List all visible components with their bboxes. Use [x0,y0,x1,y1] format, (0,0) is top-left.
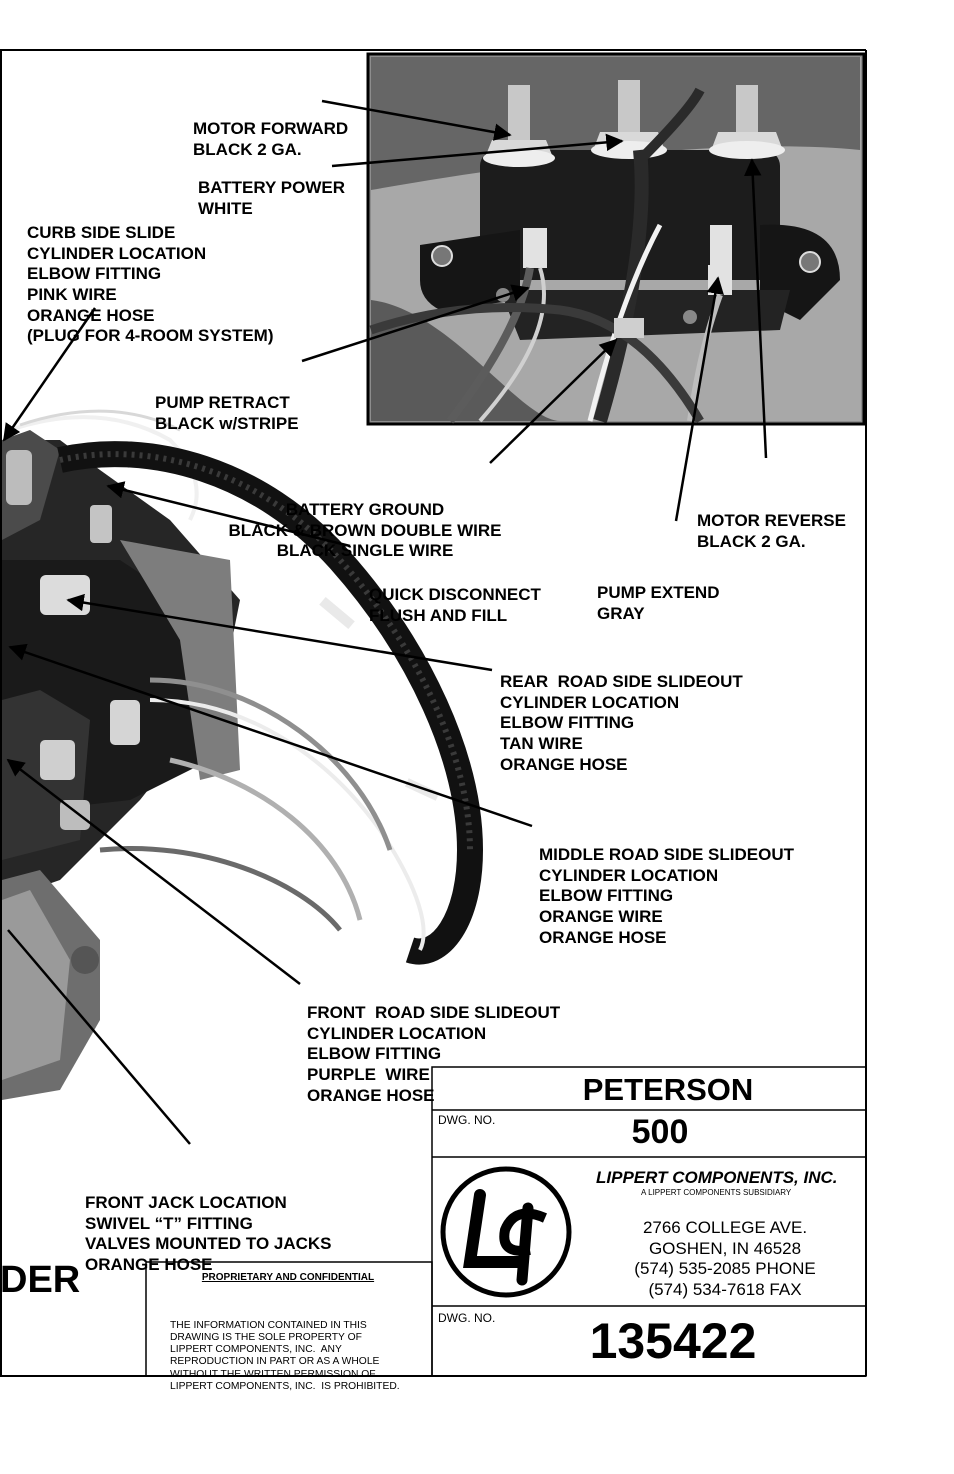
arrow-pump-extend [674,276,724,522]
company-name: LIPPERT COMPONENTS, INC. [596,1168,838,1187]
partial-sheet-title: DER [0,1259,81,1301]
customer-name: PETERSON [582,1072,754,1107]
leader-arrows [2,99,768,1145]
proprietary-notice: PROPRIETARY AND CONFIDENTIAL THE INFORMA… [146,1262,430,1392]
arrow-motor-forward [321,99,512,141]
arrow-battery-power [331,133,624,168]
pump-assembly-photo [2,409,484,1100]
drawing-number: 135422 [589,1313,757,1369]
lci-logo [440,1166,572,1298]
arrow-curb-side [2,307,97,442]
arrow-motor-reverse [743,158,768,459]
proprietary-heading: PROPRIETARY AND CONFIDENTIAL [201,1272,375,1283]
arrow-quick-disconnect [106,481,351,548]
company-subsidiary: A LIPPERT COMPONENTS SUBSIDIARY [641,1188,792,1197]
company-address: 2766 COLLEGE AVE.GOSHEN, IN 46528(574) 5… [634,1218,816,1299]
arrow-front-jack [7,929,191,1145]
title-block [145,1066,867,1377]
arrow-middle-road-side [8,643,533,828]
arrow-rear-road-side [66,593,493,672]
dwg-no-label-2: DWG. NO. [438,1311,496,1325]
solenoid-photo-inset [366,52,866,426]
arrow-front-road-side [6,758,301,985]
dwg-no-label-1: DWG. NO. [438,1113,496,1127]
arrow-pump-retract [301,284,530,363]
model-number: 500 [631,1113,689,1151]
arrow-battery-ground [489,338,618,464]
